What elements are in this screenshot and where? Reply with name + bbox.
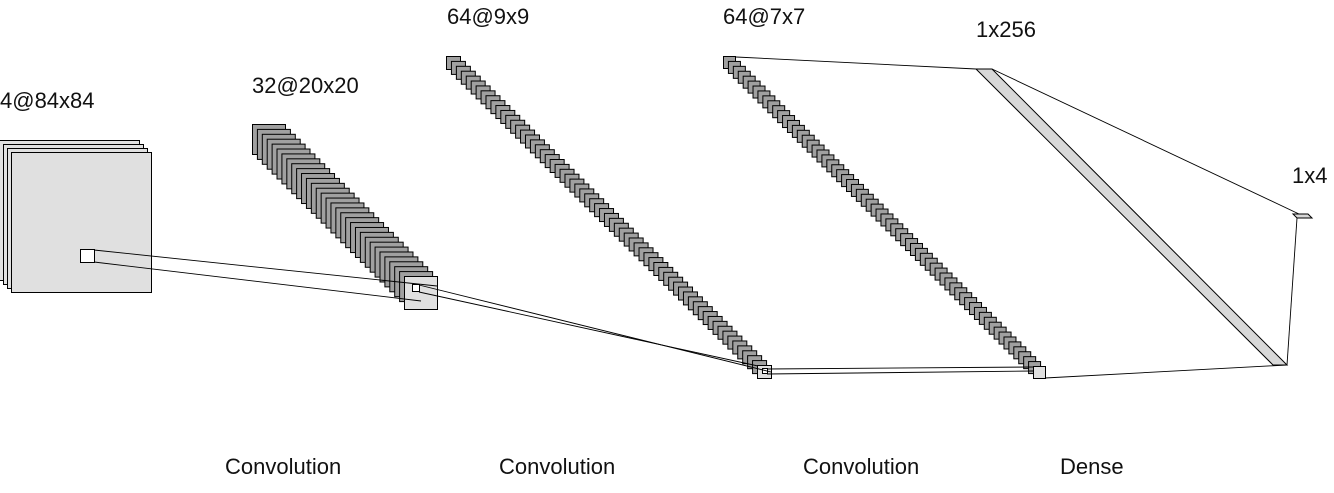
input-channel [11,152,152,293]
op-label-4: Dense [1060,454,1124,479]
conv1-receptive-field [412,284,420,292]
op-label-3: Convolution [803,454,920,479]
input-receptive-field [80,249,95,263]
connection-line [418,284,772,373]
connection-line [766,366,1034,370]
conv3-feature-map [1033,366,1046,379]
label-output: 1x4 [1292,163,1328,188]
connection-line [766,370,1034,375]
label-conv3: 64@7x7 [723,4,806,29]
label-conv1: 32@20x20 [252,73,359,98]
connection-line [93,261,422,302]
conv1-feature-map [404,276,438,310]
connection-line [735,56,977,70]
connection-line [1286,217,1298,366]
label-dense: 1x256 [976,17,1036,42]
op-label-1: Convolution [225,454,342,479]
dense-layer [974,68,1289,366]
connection-line [418,291,759,367]
op-label-2: Convolution [499,454,616,479]
connection-line [991,68,1300,215]
connection-line [1044,364,1288,379]
label-input: 4@84x84 [0,88,95,113]
output-layer [1291,213,1314,219]
connection-line [93,249,438,287]
label-conv2: 64@9x9 [447,4,530,29]
